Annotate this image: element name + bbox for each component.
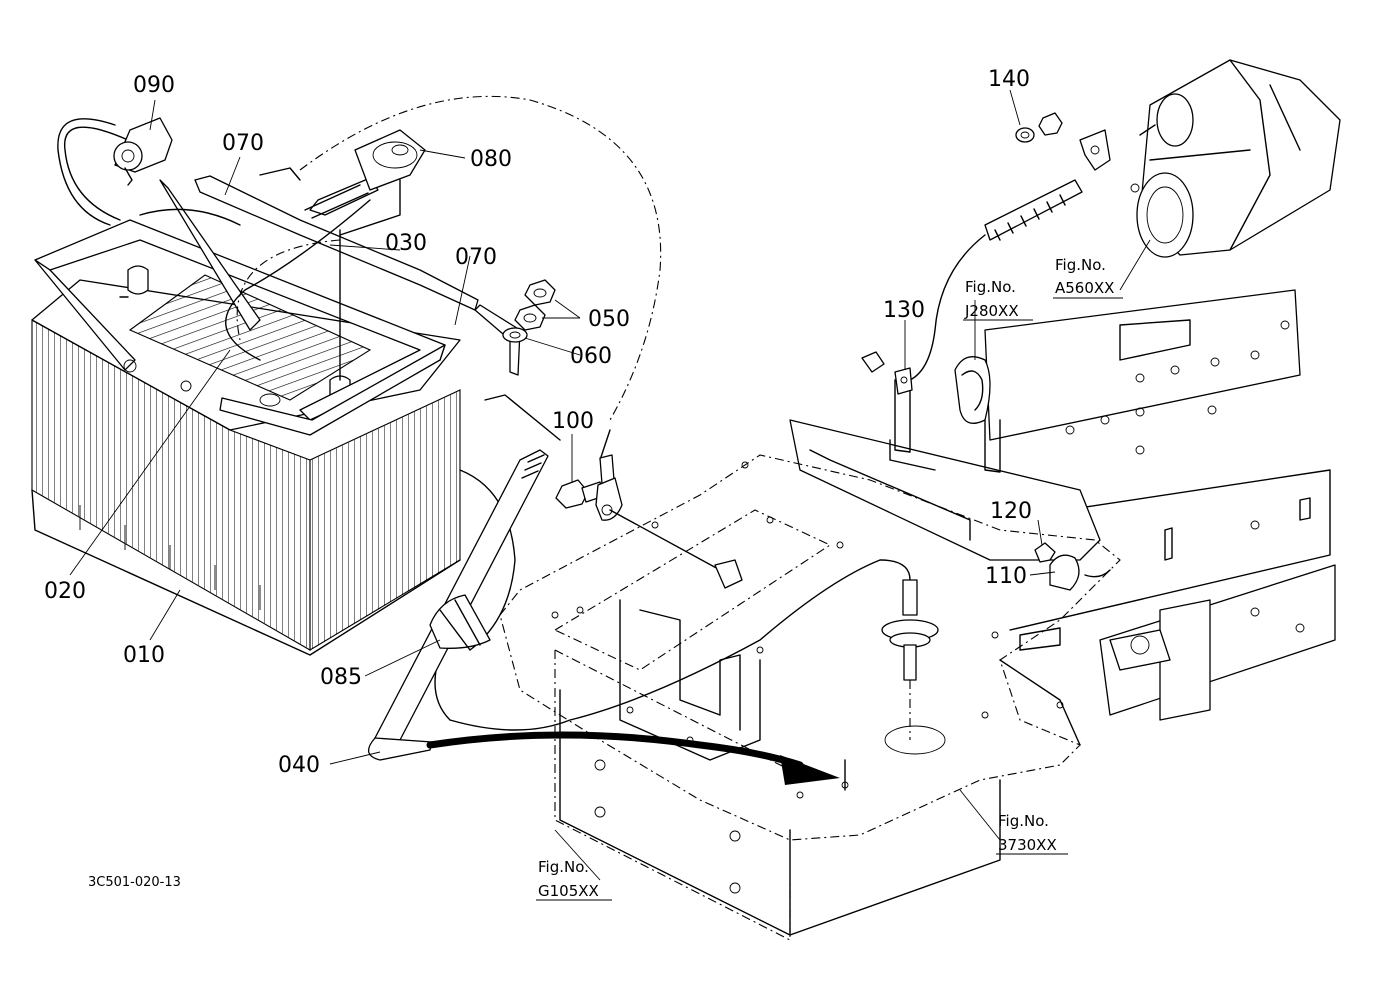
label-070-upper: 070 bbox=[222, 131, 264, 156]
grommet-assembly bbox=[881, 579, 939, 740]
label-100: 100 bbox=[552, 409, 594, 434]
drawing-code: 3C501-020-13 bbox=[88, 875, 181, 890]
ground-bolt bbox=[555, 454, 743, 589]
hold-down-rod bbox=[368, 449, 549, 761]
fig-ref-a560-code: A560XX bbox=[1055, 279, 1114, 297]
label-010: 010 bbox=[123, 643, 165, 668]
fig-ref-j280-code: J280XX bbox=[964, 302, 1019, 320]
label-120: 120 bbox=[990, 499, 1032, 524]
floor-plate bbox=[499, 454, 1121, 841]
starter-cable bbox=[861, 112, 1111, 424]
part-labels: 090 070 080 030 070 050 060 100 140 130 … bbox=[44, 67, 1032, 778]
fig-ref-3730-code: 3730XX bbox=[998, 836, 1057, 854]
assembly-arrow bbox=[426, 731, 846, 791]
machine-frame bbox=[554, 289, 1336, 941]
battery-holder bbox=[34, 179, 446, 436]
nuts-washers bbox=[502, 279, 556, 343]
cable-routes bbox=[236, 95, 911, 731]
negative-cable bbox=[57, 117, 241, 226]
label-140: 140 bbox=[988, 67, 1030, 92]
starter-motor bbox=[1130, 59, 1341, 258]
figure-references: Fig.No. J280XX Fig.No. A560XX Fig.No. 37… bbox=[536, 256, 1123, 901]
positive-cable bbox=[194, 129, 521, 381]
label-110: 110 bbox=[985, 564, 1027, 589]
fig-ref-a560-prefix: Fig.No. bbox=[1055, 256, 1106, 274]
label-130: 130 bbox=[883, 298, 925, 323]
label-080: 080 bbox=[470, 147, 512, 172]
fig-ref-3730-prefix: Fig.No. bbox=[998, 812, 1049, 830]
label-040: 040 bbox=[278, 753, 320, 778]
label-090: 090 bbox=[133, 73, 175, 98]
fig-ref-j280-prefix: Fig.No. bbox=[965, 278, 1016, 296]
label-020: 020 bbox=[44, 579, 86, 604]
label-060: 060 bbox=[570, 344, 612, 369]
label-050: 050 bbox=[588, 307, 630, 332]
leader-lines bbox=[69, 89, 1151, 881]
label-085: 085 bbox=[320, 665, 362, 690]
fig-ref-g105-prefix: Fig.No. bbox=[538, 858, 589, 876]
harness-clamp bbox=[1034, 542, 1111, 591]
label-030: 030 bbox=[385, 231, 427, 256]
fig-ref-g105-code: G105XX bbox=[538, 882, 599, 900]
label-070-lower: 070 bbox=[455, 245, 497, 270]
